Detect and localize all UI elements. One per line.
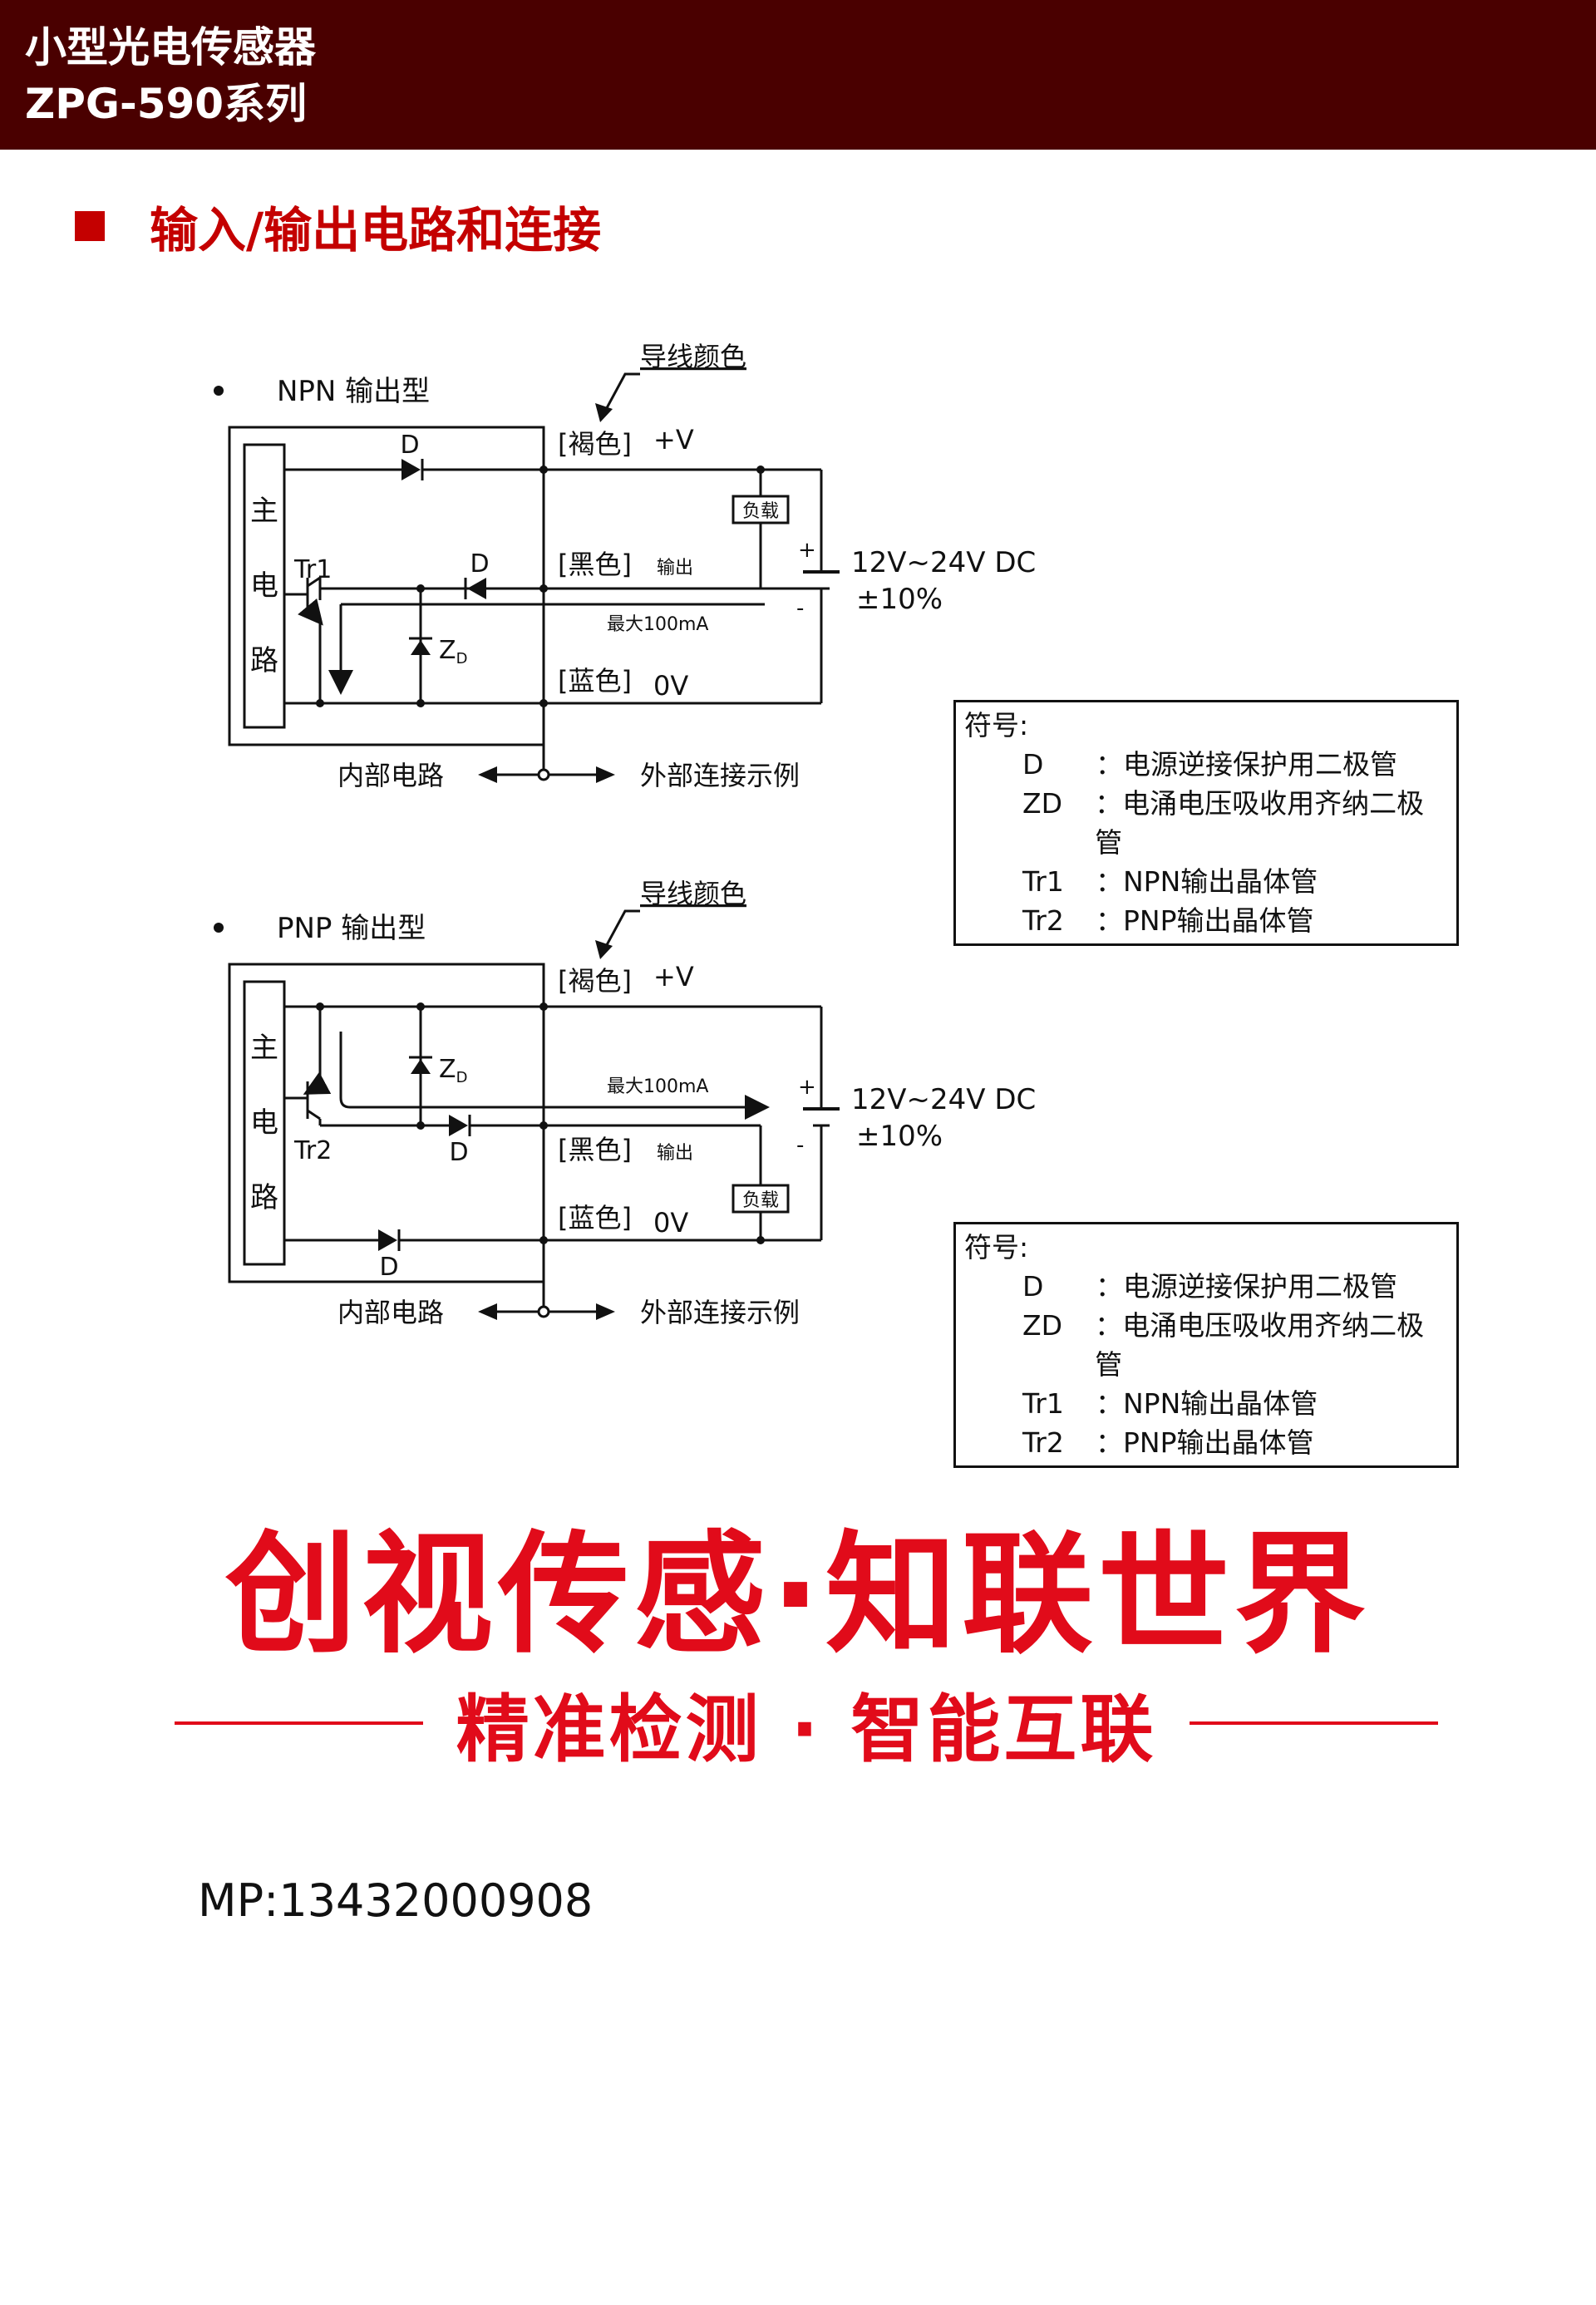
svg-text:+: +: [798, 538, 816, 563]
pnp-zener-label: ZD: [439, 1055, 467, 1086]
header-bar: 小型光电传感器 ZPG-590系列: [0, 0, 1596, 150]
npn-tolerance-label: ±10%: [856, 583, 943, 616]
pnp-diode-bottom-icon: [378, 1229, 397, 1251]
npn-diode-top-icon: [401, 459, 421, 480]
legend-row: Tr2：PNP输出晶体管: [1022, 904, 1314, 937]
legend-box-pnp: 符号: D：电源逆接保护用二极管 ZD：电涌电压吸收用齐纳二极管 Tr1：NPN…: [953, 1222, 1459, 1468]
pnp-main-char-2: 电: [250, 1106, 278, 1140]
divider-left: [175, 1721, 423, 1725]
legend-heading: 符号:: [964, 1231, 1029, 1263]
npn-output-label: 输出: [657, 558, 693, 579]
npn-diagram: NPN 输出型 导线颜色 主 电 路 D Tr1: [214, 341, 1036, 791]
pnp-current-arrow: [339, 1032, 770, 1120]
npn-main-char-2: 电: [250, 569, 278, 603]
npn-transistor-label: Tr1: [293, 555, 332, 584]
circuit-diagrams: NPN 输出型 导线颜色 主 电 路 D Tr1: [214, 341, 1036, 1328]
npn-black-label: [黑色]: [558, 549, 632, 580]
npn-diode-top-label: D: [400, 431, 419, 460]
npn-plus-v-label: +V: [653, 424, 694, 456]
pnp-main-char-1: 主: [250, 1032, 278, 1065]
pnp-wire-color-label: 导线颜色: [640, 878, 746, 909]
legend-row: ZD：电涌电压吸收用齐纳二极管: [1022, 787, 1425, 859]
npn-main-circuit-box: [243, 443, 286, 729]
legend-row: ZD：电涌电压吸收用齐纳二极管: [1022, 1309, 1425, 1381]
pnp-zener-icon: [411, 1059, 431, 1074]
npn-external-label: 外部连接示例: [640, 760, 800, 791]
npn-load-label: 负载: [742, 501, 779, 522]
section-title-text: 输入/输出电路和连接: [150, 202, 602, 259]
npn-zener-icon: [411, 640, 431, 655]
brand-slogan: 创视传感·知联世界: [224, 1519, 1372, 1672]
svg-text:-: -: [796, 596, 804, 621]
pnp-diode-mid-label: D: [449, 1138, 468, 1167]
npn-brown-label: [褐色]: [558, 428, 632, 460]
pnp-load-label: 负载: [742, 1190, 779, 1211]
pnp-max-current-label: 最大100mA: [607, 1076, 708, 1097]
brand-subtitle-row: 精准检测 · 智能互联: [175, 1677, 1438, 1772]
pnp-supply-label: 12V~24V DC: [851, 1083, 1036, 1116]
pnp-transistor-label: Tr2: [293, 1136, 332, 1165]
legend-row: Tr1：NPN输出晶体管: [1022, 865, 1318, 898]
section-title: 输入/输出电路和连接: [75, 193, 601, 259]
legend-box-npn: 符号: D：电源逆接保护用二极管 ZD：电涌电压吸收用齐纳二极管 Tr1：NPN…: [953, 700, 1459, 946]
pnp-bullet: [214, 923, 224, 933]
product-series: ZPG-590系列: [25, 80, 308, 128]
npn-main-char-1: 主: [250, 495, 278, 528]
square-bullet-icon: [75, 211, 105, 241]
pnp-internal-label: 内部电路: [337, 1297, 444, 1328]
pnp-main-circuit-box: [243, 980, 286, 1266]
pnp-plus-v-label: +V: [653, 961, 694, 992]
legend-heading: 符号:: [964, 709, 1029, 741]
pnp-diode-mid-icon: [449, 1115, 468, 1136]
divider-right: [1190, 1721, 1438, 1725]
npn-wire-color-label: 导线颜色: [640, 341, 746, 372]
npn-title: NPN 输出型: [277, 375, 430, 408]
pnp-tolerance-label: ±10%: [856, 1120, 943, 1153]
product-title: 小型光电传感器: [25, 23, 316, 71]
npn-supply-label: 12V~24V DC: [851, 546, 1036, 579]
pnp-external-label: 外部连接示例: [640, 1297, 800, 1328]
npn-blue-label: [蓝色]: [558, 665, 632, 697]
npn-callout-arrow: [595, 403, 613, 422]
svg-text:-: -: [796, 1133, 804, 1158]
pnp-blue-label: [蓝色]: [558, 1202, 632, 1234]
pnp-zero-v-label: 0V: [653, 1207, 688, 1239]
legend-row: Tr1：NPN输出晶体管: [1022, 1387, 1318, 1420]
npn-callout-line: [601, 372, 640, 416]
contact-phone: MP:13432000908: [198, 1874, 594, 1927]
pnp-output-label: 输出: [657, 1143, 693, 1164]
pnp-brown-label: [褐色]: [558, 965, 632, 997]
pnp-title: PNP 输出型: [277, 912, 426, 945]
npn-zener-label: ZD: [439, 636, 467, 667]
npn-zero-v-label: 0V: [653, 670, 688, 702]
npn-diode-mid-icon: [467, 578, 486, 599]
pnp-black-label: [黑色]: [558, 1134, 632, 1165]
legend-row: D：电源逆接保护用二极管: [1022, 1270, 1397, 1303]
svg-text:+: +: [798, 1075, 816, 1100]
pnp-diagram: PNP 输出型 导线颜色 主 电 路 Tr2 最大100mA D: [214, 878, 1036, 1328]
brand-subtitle: 精准检测 · 智能互联: [456, 1686, 1157, 1772]
npn-max-current-label: 最大100mA: [607, 614, 708, 635]
pnp-main-char-3: 路: [250, 1181, 278, 1214]
npn-internal-label: 内部电路: [337, 760, 444, 791]
legend-row: D：电源逆接保护用二极管: [1022, 748, 1397, 781]
pnp-diode-bottom-label: D: [379, 1253, 398, 1282]
npn-diode-mid-label: D: [470, 549, 489, 579]
npn-bullet: [214, 386, 224, 396]
legend-row: Tr2：PNP输出晶体管: [1022, 1426, 1314, 1459]
npn-main-char-3: 路: [250, 644, 278, 677]
